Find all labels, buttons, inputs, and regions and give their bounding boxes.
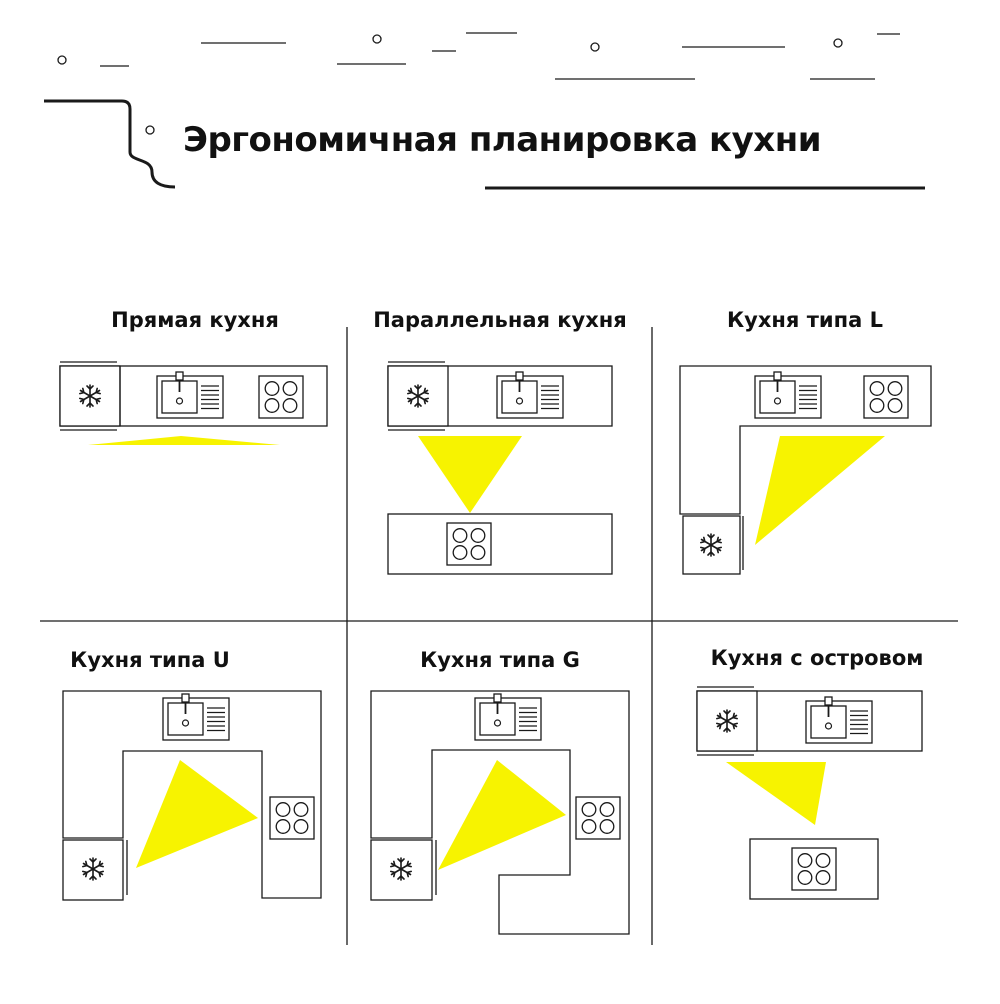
work-triangle [755,436,885,545]
counter [679,365,932,515]
island-kitchen-plan [696,686,923,900]
fridge [682,515,744,575]
page-title: Эргономичная планировка кухни [183,120,822,160]
l-kitchen-plan [679,365,932,575]
label-u-kitchen: Кухня типа U [70,648,230,672]
sink-icon [162,693,230,741]
cooktop-icon [575,796,621,840]
counter [62,690,322,899]
label-straight-kitchen: Прямая кухня [111,308,279,332]
fridge [387,361,449,431]
straight-kitchen-plan [59,361,328,445]
g-kitchen-plan [370,690,630,935]
parallel-kitchen-plan [387,361,613,575]
island-counter [749,838,879,900]
counter-bottom [387,513,613,575]
cooktop-icon [446,522,492,566]
counter [370,690,630,935]
panel-dividers [40,327,958,945]
sink-icon [156,371,224,419]
cooktop-icon [258,375,304,419]
label-g-kitchen: Кухня типа G [420,648,580,672]
sink-icon [474,693,542,741]
work-triangle [136,760,258,868]
sink-icon [496,371,564,419]
cooktop-icon [863,375,909,419]
label-island-kitchen: Кухня с островом [710,646,924,670]
label-l-kitchen: Кухня типа L [727,308,883,332]
cooktop-icon [791,847,837,891]
label-parallel-kitchen: Параллельная кухня [373,308,627,332]
work-triangle [418,436,522,513]
sink-icon [754,371,822,419]
work-triangle [88,436,280,445]
header-decoration [44,32,925,190]
work-triangle [438,760,566,870]
u-kitchen-plan [62,690,322,901]
sink-icon [805,696,873,744]
work-triangle [726,762,826,825]
cooktop-icon [269,796,315,840]
